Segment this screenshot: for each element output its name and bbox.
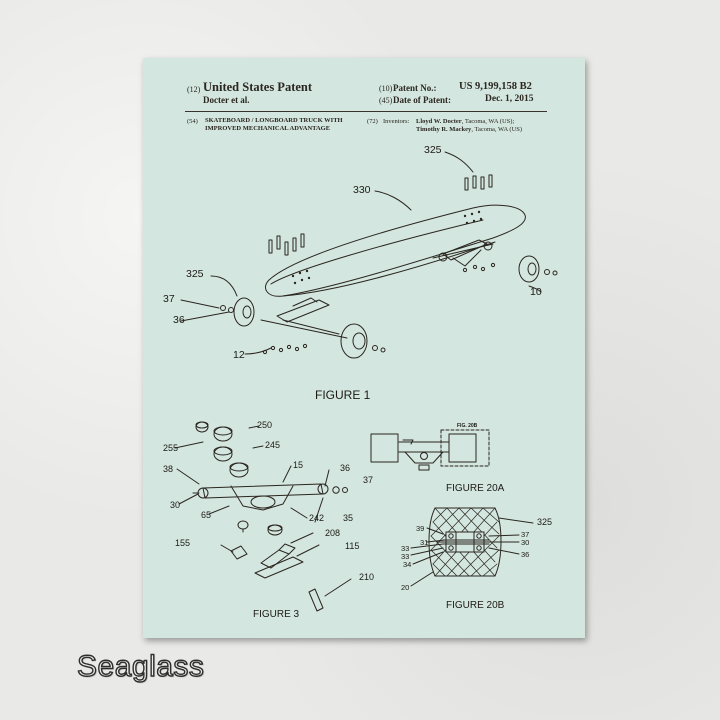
ref-255: 255: [163, 443, 179, 453]
ref-330: 330: [353, 184, 371, 196]
ref-115: 115: [345, 541, 360, 551]
ref-35: 35: [343, 513, 354, 523]
truck-exploded: [192, 421, 348, 612]
figure-3-label: FIGURE 3: [253, 609, 300, 620]
ref-30-fig20b: 30: [521, 538, 530, 547]
ref-15: 15: [293, 460, 304, 470]
ref-37-fig3: 37: [363, 475, 374, 485]
ref-20: 20: [401, 583, 410, 592]
inventor-2: Timothy R. Mackey, Tacoma, WA (US): [416, 126, 523, 133]
truck-front: [432, 239, 558, 283]
inventor-short: Docter et al.: [203, 95, 250, 105]
ref-31: 31: [420, 538, 429, 547]
patent-date: Dec. 1, 2015: [485, 94, 534, 104]
inventor-1: Lloyd W. Docter, Tacoma, WA (US);: [416, 118, 515, 125]
ref-38: 38: [163, 464, 174, 474]
ref-12: 12: [233, 349, 245, 361]
ref-325-left: 325: [186, 268, 204, 280]
ref-250: 250: [257, 420, 273, 430]
longboard-deck: [265, 204, 526, 297]
patent-number: US 9,199,158 B2: [459, 81, 532, 92]
ref-325-fig20b: 325: [537, 517, 553, 527]
code-54: (54): [187, 118, 198, 125]
inventors-label: Inventors:: [383, 118, 410, 125]
bolts-325-top: [464, 174, 493, 191]
figure-20a-label: FIGURE 20A: [446, 483, 505, 494]
ref-36-fig3: 36: [340, 463, 351, 473]
fig20a-inset-label: FIG. 20B: [457, 423, 478, 429]
ref-36-fig20b: 36: [521, 550, 530, 559]
patent-print: (12) United States Patent Docter et al. …: [143, 58, 585, 638]
figure-20b-label: FIGURE 20B: [446, 600, 505, 611]
ref-245: 245: [265, 440, 281, 450]
title-line-2: IMPROVED MECHANICAL ADVANTAGE: [205, 125, 331, 132]
code-12: (12): [187, 85, 201, 94]
ref-155: 155: [175, 538, 191, 548]
title-line-1: SKATEBOARD / LONGBOARD TRUCK WITH: [205, 117, 343, 124]
truck-front-view: [370, 429, 490, 471]
code-45: (45): [379, 96, 393, 105]
ref-33-a: 33: [401, 544, 410, 553]
ref-33-b: 33: [401, 552, 410, 561]
patent-type: United States Patent: [203, 80, 313, 94]
date-label: Date of Patent:: [393, 95, 451, 105]
ref-325-top: 325: [424, 144, 442, 156]
bolts-left: [268, 233, 305, 256]
header-rule: [185, 111, 547, 112]
patent-no-label: Patent No.:: [393, 83, 437, 93]
ref-210: 210: [359, 572, 375, 582]
ref-10: 10: [530, 286, 542, 298]
figure-1-label: FIGURE 1: [315, 388, 371, 402]
ref-36: 36: [173, 314, 185, 326]
ref-242: 242: [309, 513, 325, 523]
ref-39: 39: [416, 524, 425, 533]
ref-37: 37: [163, 293, 175, 305]
ref-30: 30: [170, 500, 181, 510]
ref-208: 208: [325, 528, 341, 538]
patent-drawings: [174, 151, 558, 612]
ref-34: 34: [403, 560, 412, 569]
color-name-label: Seaglass: [76, 649, 205, 683]
code-10: (10): [379, 84, 393, 93]
ref-37-fig20b: 37: [521, 530, 530, 539]
truck-rear: [220, 297, 386, 359]
ref-65: 65: [201, 510, 212, 520]
code-72: (72): [367, 118, 378, 125]
